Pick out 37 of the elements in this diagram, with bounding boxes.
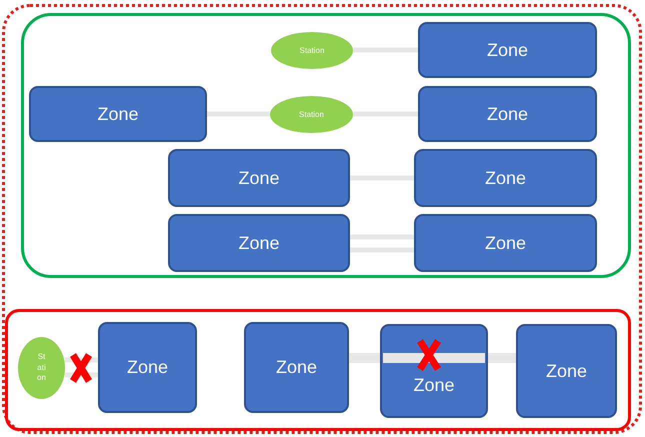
station-label: Station: [299, 110, 324, 119]
zone-label: Zone: [484, 168, 526, 188]
zone-label: Zone: [546, 360, 588, 382]
zone-box: [418, 22, 597, 78]
group-container: [5, 309, 631, 431]
zone-label: Zone: [486, 104, 528, 124]
connector-line: [65, 372, 98, 378]
group-container: [21, 13, 631, 278]
zone-label: Zone: [484, 232, 526, 254]
dotted-boundary-box: [2, 4, 642, 434]
connector-line: [350, 234, 414, 240]
connector-line: [350, 176, 414, 180]
zone-box: [414, 214, 597, 272]
connector-line: [488, 353, 516, 363]
zone-box: [168, 214, 350, 272]
zone-box: [414, 149, 597, 207]
zone-box: [168, 149, 350, 207]
zone-label: Zone: [238, 168, 280, 188]
connector-line: [349, 353, 380, 363]
connector-line: [353, 48, 418, 52]
zone-box: [516, 324, 617, 418]
zone-box: [98, 322, 197, 413]
zone-box: [244, 322, 349, 413]
station-label: Station: [300, 46, 324, 55]
connector-line: [207, 112, 270, 116]
zone-label: Zone: [126, 357, 168, 378]
connector-line: [65, 358, 98, 362]
station-label: Station: [36, 352, 47, 384]
zone-label: Zone: [413, 375, 455, 396]
zone-label: Zone: [238, 232, 280, 254]
zone-box: [418, 86, 597, 142]
zone-box: [29, 86, 207, 142]
zone-label: Zone: [276, 357, 318, 378]
zone-label: Zone: [486, 40, 528, 60]
zone-label: Zone: [97, 104, 139, 124]
connector-line: [353, 112, 418, 116]
connector-line: [350, 248, 414, 252]
